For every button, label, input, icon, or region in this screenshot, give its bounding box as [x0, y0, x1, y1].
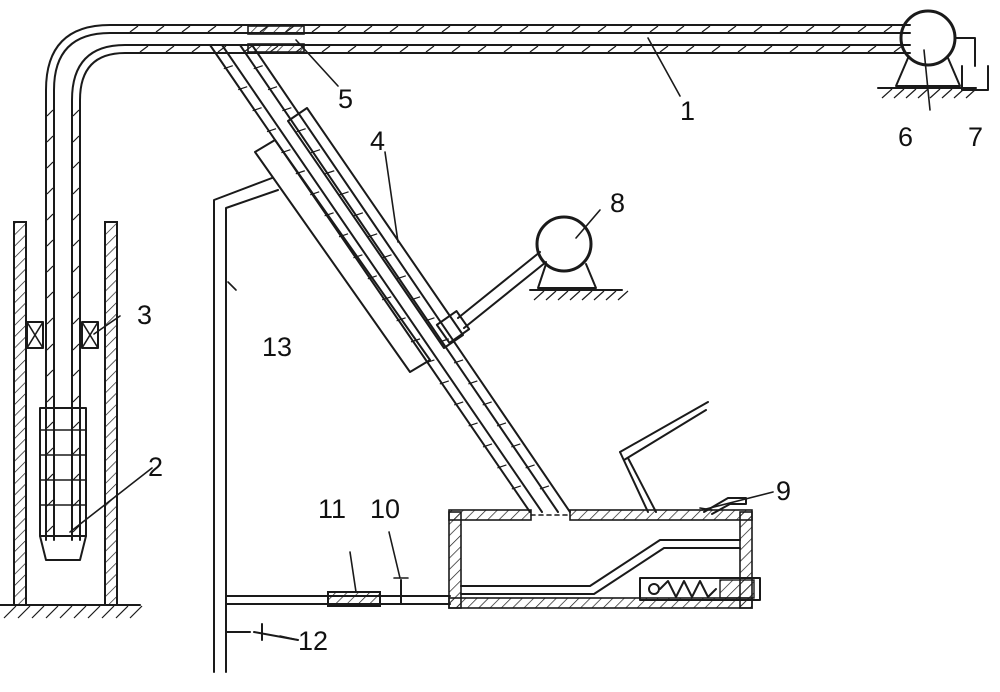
label-3: 3	[137, 300, 152, 330]
label-10: 10	[370, 494, 400, 524]
leader-lines	[69, 37, 931, 641]
part-labels: 1 2 3 4 5 6 7 8 9 10 11 12 13	[137, 84, 983, 656]
packer-3	[26, 321, 99, 349]
ground-left	[0, 604, 143, 619]
vibrator-motor-8	[435, 215, 629, 344]
label-13: 13	[262, 332, 292, 362]
inclined-tube	[209, 44, 571, 513]
outlet-7	[954, 37, 989, 91]
tank-9	[448, 509, 761, 609]
well-casing	[13, 221, 118, 606]
label-4: 4	[370, 126, 385, 156]
label-12: 12	[298, 626, 328, 656]
label-9: 9	[776, 476, 791, 506]
screen-plate-4	[287, 107, 464, 349]
valve-11	[327, 591, 381, 607]
label-5: 5	[338, 84, 353, 114]
main-pipe-1	[45, 24, 911, 541]
label-8: 8	[610, 188, 625, 218]
label-11: 11	[318, 494, 346, 524]
label-7: 7	[968, 122, 983, 152]
junction-5	[247, 25, 305, 53]
left-plate	[254, 139, 431, 373]
label-2: 2	[148, 452, 163, 482]
return-pipe-13	[213, 177, 279, 673]
label-1: 1	[680, 96, 695, 126]
lever	[619, 401, 747, 515]
label-6: 6	[898, 122, 913, 152]
